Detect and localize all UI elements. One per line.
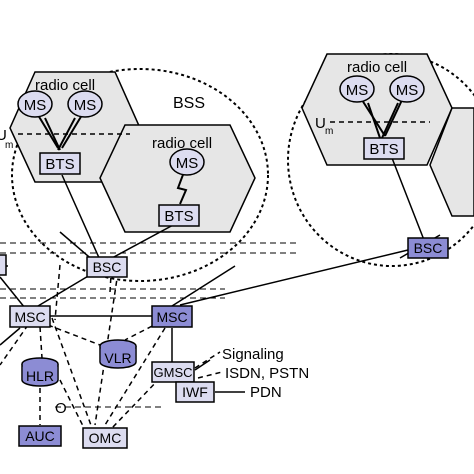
- radio-cell-hex-2: [99, 124, 256, 233]
- ms-node-4: [339, 75, 375, 103]
- radio-cell-label-2: radio cell: [152, 135, 212, 152]
- radio-cell-label-1: radio cell: [35, 77, 95, 94]
- dash-bsc-msc-alt: [54, 264, 61, 321]
- vlr-label: VLR: [104, 350, 131, 366]
- isdn-pstn-label: ISDN, PSTN: [225, 365, 309, 382]
- um-sub-right: m: [325, 126, 333, 137]
- link-msc-up: [171, 265, 236, 307]
- ms-label-5: MS: [396, 82, 419, 99]
- gmsc-label: GMSC: [154, 365, 193, 380]
- ms-label-2: MS: [74, 97, 97, 114]
- link-gmsc-iwf: [194, 359, 211, 371]
- auc-box: [18, 425, 62, 447]
- arrow-ms5-bts: [384, 99, 403, 137]
- radio-cell-hex-4-partial: [429, 107, 474, 217]
- dash-gmsc-isdn: [197, 371, 223, 379]
- radio-cell-label-3: radio cell: [347, 59, 407, 76]
- um-label-right: U: [315, 115, 326, 132]
- ms-label-3: MS: [176, 155, 199, 172]
- arrow-ms1-bts: [37, 114, 59, 149]
- bsc-label-right: BSC: [414, 240, 443, 256]
- link-bts-bsc-right: [391, 157, 425, 241]
- partial-box-left-edge: [0, 254, 7, 276]
- ms-node-3: [169, 148, 205, 176]
- bts-label-2: BTS: [164, 208, 193, 225]
- um-label-left: U: [0, 127, 7, 144]
- ms-label-4: MS: [346, 82, 369, 99]
- hlr-database: [21, 357, 59, 387]
- arrow-ms2-bts: [61, 114, 83, 149]
- ms-node-2: [67, 90, 103, 118]
- dash-msc-hlr: [39, 326, 43, 359]
- arrow-ms5-bts-b: [381, 102, 399, 139]
- dash-msc2-vlr: [124, 321, 161, 341]
- ms-node-1: [17, 90, 53, 118]
- bss-label: BSS: [173, 95, 205, 112]
- vlr-database: [99, 339, 137, 369]
- iwf-label: IWF: [182, 384, 208, 400]
- omc-box: [82, 427, 128, 449]
- gmsc-box: [151, 361, 195, 383]
- auc-label: AUC: [25, 428, 55, 444]
- dash-gmsc-signaling: [194, 351, 221, 369]
- dash-gmsc-omc: [111, 377, 161, 429]
- bts-label-3: BTS: [369, 141, 398, 158]
- arrow-ms4-bts-b: [367, 102, 381, 139]
- bsc-box-left: [86, 256, 128, 278]
- o-label: O: [55, 400, 67, 417]
- arrow-ms1-bts-b: [44, 117, 61, 151]
- hlr-label: HLR: [26, 368, 54, 384]
- bts-box-1: [39, 152, 81, 175]
- link-left-msc: [0, 276, 26, 309]
- iwf-box: [175, 381, 215, 403]
- ms-node-5: [389, 75, 425, 103]
- dash-msc2-omc: [104, 327, 166, 426]
- ms-label-1: MS: [24, 97, 47, 114]
- bsc-box-right: [407, 237, 449, 259]
- bsc-label-left: BSC: [93, 259, 122, 275]
- dash-bsc-omc: [94, 271, 119, 426]
- bts-label-1: BTS: [45, 156, 74, 173]
- msc-box-left: [9, 305, 51, 328]
- link-bts1-bsc: [61, 174, 101, 261]
- dash-msc-omc: [51, 317, 93, 429]
- omc-label: OMC: [89, 430, 122, 446]
- bss-ellipse-left: [11, 68, 269, 282]
- link-msc-bsc-right: [179, 249, 409, 306]
- um-sub-left: m: [5, 140, 13, 151]
- left-stub-2: [0, 327, 21, 346]
- link-bts2-bsc: [111, 223, 176, 259]
- arrow-ms3-bts: [176, 171, 188, 205]
- msc-box-right: [151, 305, 193, 328]
- arrow-ms2-bts-b: [57, 117, 76, 151]
- signaling-label: Signaling: [222, 346, 284, 363]
- dash-hlr-omc: [59, 379, 86, 431]
- bts-box-3: [363, 137, 405, 160]
- msc-label-right: MSC: [156, 309, 187, 325]
- link-bsc-msc: [37, 271, 96, 307]
- bts-box-2: [158, 204, 200, 227]
- dash-msc-vlr: [47, 324, 101, 346]
- dash-msc-left: [0, 324, 29, 366]
- pdn-label: PDN: [250, 384, 282, 401]
- msc-label-left: MSC: [14, 309, 45, 325]
